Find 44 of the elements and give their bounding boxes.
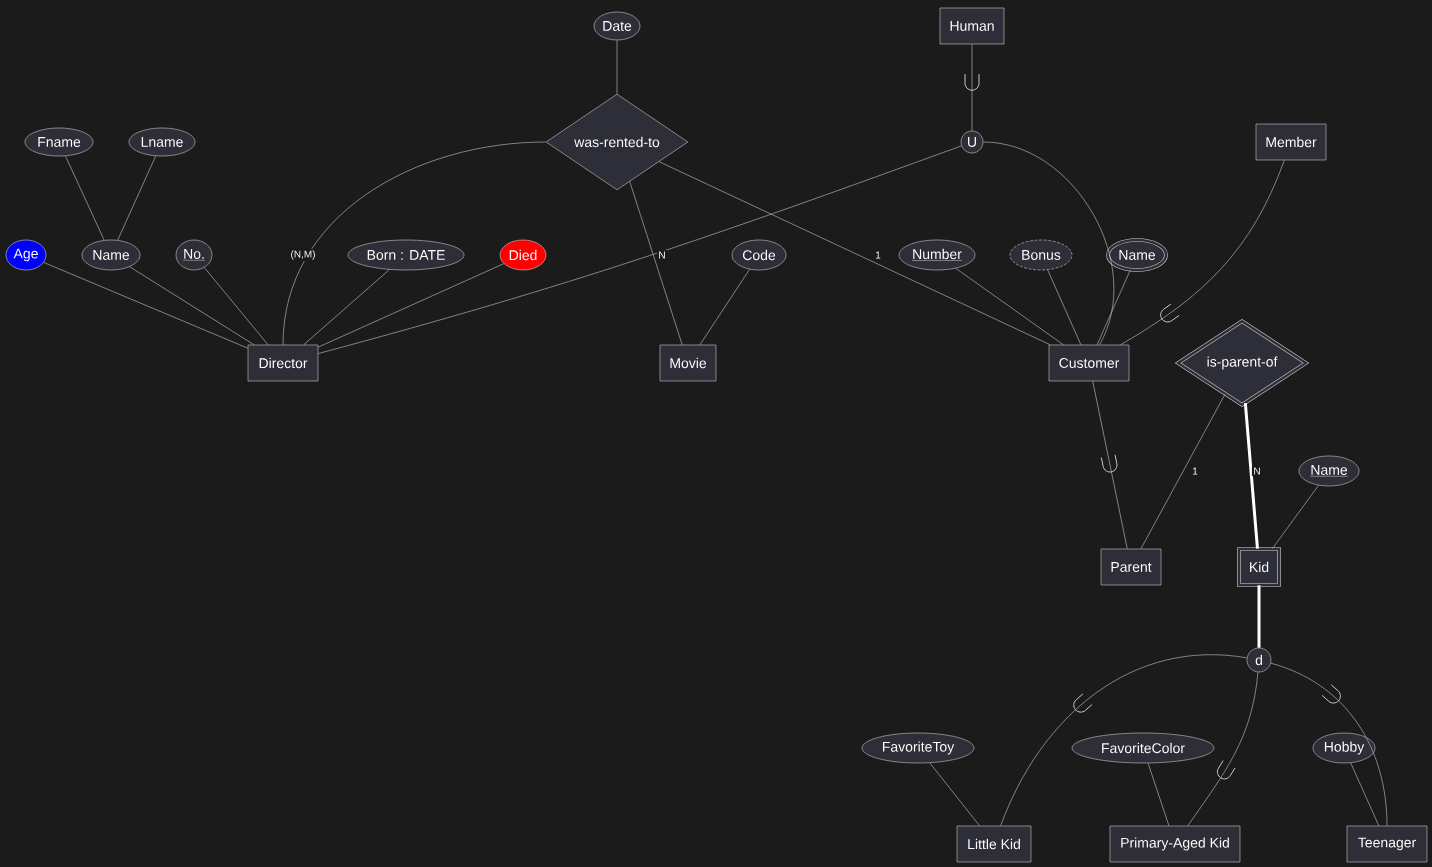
connector-line <box>1096 269 1131 345</box>
connector-line <box>1092 381 1128 549</box>
connector-line <box>658 161 1051 345</box>
connector-line <box>1270 662 1388 826</box>
connector-line <box>1147 762 1170 826</box>
connector-line <box>318 263 505 348</box>
connector-line <box>955 268 1064 345</box>
connector-line <box>1120 160 1285 345</box>
connector-line <box>204 267 269 345</box>
connector-line <box>65 155 105 241</box>
connector-line <box>1047 269 1082 345</box>
entity-box: Primary-Aged Kid <box>1109 825 1241 863</box>
connector-line <box>971 44 973 131</box>
connector-line <box>1257 585 1261 648</box>
connector-line <box>129 266 255 345</box>
entity-box: Kid <box>1237 547 1281 587</box>
connector-line <box>1350 762 1380 826</box>
connector-line <box>699 269 750 345</box>
connector-line <box>318 145 962 354</box>
connector-line <box>1187 671 1259 826</box>
connector-line <box>983 141 1114 345</box>
edge-label: N <box>656 250 668 260</box>
connector-line <box>1140 393 1226 549</box>
entity-box: Movie <box>659 344 717 382</box>
connector-line <box>303 269 390 345</box>
connector-line <box>1000 654 1248 826</box>
entity-box: Teenager <box>1346 825 1428 863</box>
connector-line <box>929 762 980 826</box>
entity-box: Parent <box>1100 548 1162 586</box>
edge-label: 1 <box>873 250 883 260</box>
entity-box: Customer <box>1048 344 1130 382</box>
connector-line <box>117 155 156 241</box>
edge-label: 1 <box>1190 466 1200 476</box>
entity-box: Human <box>939 7 1005 45</box>
connector-line <box>616 40 618 95</box>
entity-box: Director <box>247 344 319 382</box>
connector-line <box>629 181 683 345</box>
connector-line <box>43 262 248 349</box>
connector-line <box>282 141 546 345</box>
entity-box: Little Kid <box>956 825 1032 863</box>
connector-line <box>1243 402 1259 549</box>
entity-box: Member <box>1255 123 1327 161</box>
edge-label: N <box>1251 466 1263 476</box>
connector-line <box>1272 485 1319 549</box>
